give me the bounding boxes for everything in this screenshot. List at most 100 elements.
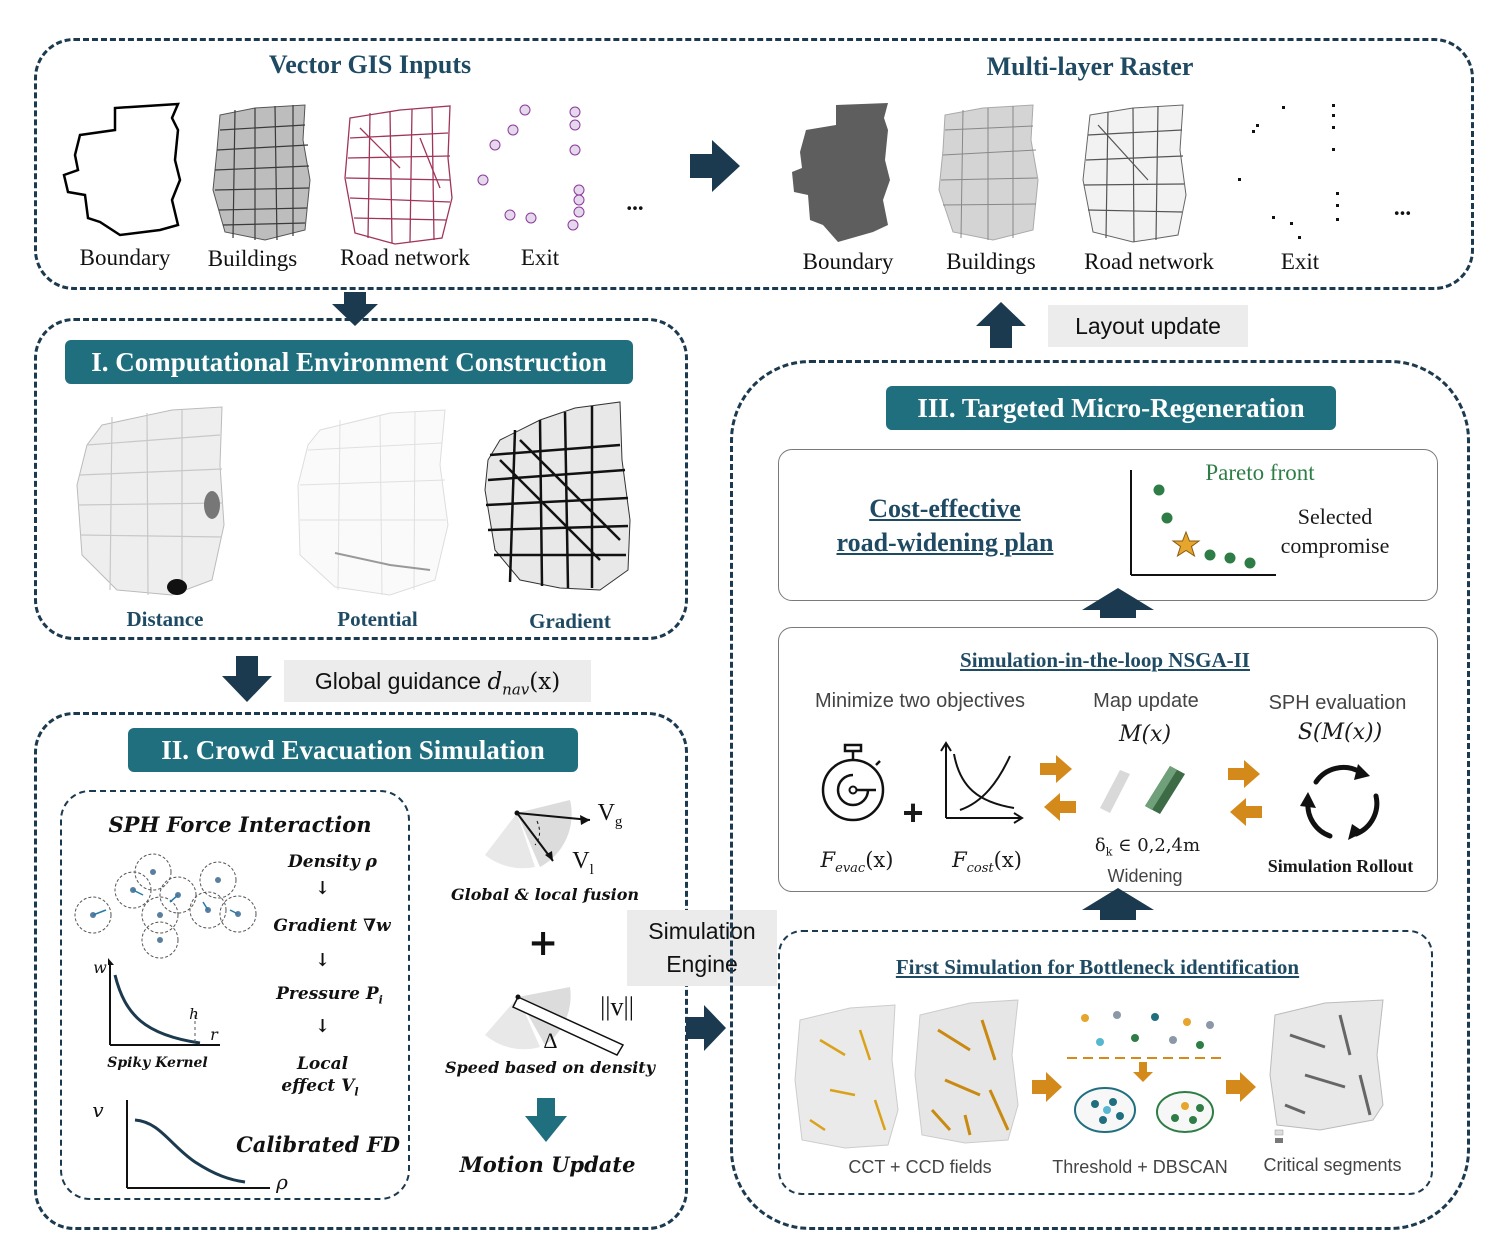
global-guidance-label: Global guidance dnav(x) [284, 660, 591, 702]
pareto-panel [778, 449, 1438, 601]
plus-objectives: + [902, 792, 924, 833]
layout-update-label: Layout update [1048, 305, 1248, 347]
global-guidance-math: dnav(x) [487, 669, 561, 699]
exchange-arrows-icon [1228, 760, 1262, 826]
up-arrow-icon [1082, 888, 1154, 920]
guidance-d: d [487, 669, 503, 695]
simulation-engine-box: Simulation Engine [627, 910, 777, 986]
down-arrow-icon [222, 656, 272, 702]
f-cost-arg: (x) [993, 848, 1022, 872]
distance-map [76, 406, 225, 596]
raster-label-boundary: Boundary [802, 249, 894, 274]
gradient-map [484, 401, 631, 591]
vl-label: Vl [572, 848, 594, 878]
cct-field-map-1 [794, 1004, 899, 1149]
minimize-label: Minimize two objectives [814, 690, 1026, 712]
sph-particles-diagram [74, 853, 257, 959]
exchange-arrows-icon [1040, 755, 1076, 821]
boundary-raster-map [792, 103, 890, 242]
sph-math: S(M(x)) [1297, 720, 1383, 745]
widening-label: Widening [1107, 866, 1183, 886]
step-density: Density ρ [288, 852, 377, 872]
section-2-title: II. Crowd Evacuation Simulation [128, 728, 578, 772]
selected-line1: Selected [1297, 504, 1373, 529]
vg-label: Vg [597, 800, 623, 830]
plan-line2: road-widening plan [836, 528, 1054, 557]
spiky-kernel-plot [108, 958, 220, 1046]
f-cost-sub: cost [966, 861, 994, 877]
road-network-raster-map [1082, 104, 1187, 243]
first-simulation-panel [778, 930, 1433, 1195]
guidance-sub: nav [502, 680, 530, 699]
cost-curve-icon [940, 741, 1024, 824]
section-3-title: III. Targeted Micro-Regeneration [886, 386, 1336, 430]
raster-label-road-network: Road network [1084, 249, 1214, 274]
fusion-label: Global & local fusion [450, 885, 640, 904]
step-gradient: Gradient ∇w [273, 916, 391, 936]
section-1-panel [34, 318, 688, 640]
boundary-vector-map [62, 102, 182, 237]
kernel-label: Spiky Kernel [107, 1055, 208, 1071]
fd-v-label: v [92, 1098, 104, 1122]
plus-sign: + [528, 922, 559, 964]
f-evac-label: Fevac(x) [812, 848, 902, 876]
f-evac-f: F [820, 848, 836, 872]
delta-label: Δ [543, 1028, 558, 1053]
exit-vector-map [477, 104, 585, 231]
right-arrow-icon [690, 140, 740, 192]
road-segments-icon [1100, 766, 1185, 814]
step-local: Local [296, 1054, 349, 1074]
potential-caption: Potential [337, 607, 418, 631]
critical-label: Critical segments [1263, 1155, 1402, 1175]
f-cost-label: Fcost(x) [942, 848, 1032, 876]
step-arrow-3: ↓ [314, 1016, 331, 1037]
exit-raster-map [1238, 104, 1339, 239]
section-1-title: I. Computational Environment Constructio… [65, 340, 633, 384]
ccd-field-map-2 [914, 999, 1019, 1144]
up-arrow-icon [976, 302, 1026, 348]
right-arrow-icon [1226, 1072, 1256, 1102]
nsga-title: Simulation-in-the-loop NSGA-II [960, 648, 1250, 672]
fd-rho-label: ρ [276, 1170, 288, 1194]
global-local-fusion-diagram [485, 800, 591, 869]
motion-update-label: Motion Update [459, 1152, 636, 1177]
pareto-front-chart [1130, 470, 1276, 576]
simulation-engine-line1: Simulation [648, 918, 756, 944]
sph-eval-label: SPH evaluation [1268, 692, 1407, 714]
delta-k-symbol: δ [1094, 835, 1106, 856]
f-evac-arg: (x) [865, 848, 894, 872]
up-arrow-icon [1082, 588, 1154, 618]
first-simulation-title: First Simulation for Bottleneck identifi… [895, 955, 1300, 979]
sph-panel [60, 790, 410, 1200]
f-cost-f: F [952, 848, 967, 872]
gradient-caption: Gradient [529, 609, 611, 633]
vg-text: V [597, 800, 615, 826]
guidance-arg: (x) [529, 669, 561, 695]
down-arrow-icon [332, 292, 378, 326]
distance-caption: Distance [126, 607, 204, 631]
step-arrow-2: ↓ [314, 950, 331, 971]
vector-label-buildings: Buildings [207, 246, 298, 271]
raster-label-exit: Exit [1280, 249, 1320, 274]
down-arrow-icon [525, 1098, 567, 1142]
global-guidance-text: Global guidance [314, 668, 488, 694]
multilayer-raster-title: Multi-layer Raster [986, 52, 1194, 81]
speed-label: Speed based on density [444, 1058, 655, 1077]
section-3-panel [730, 360, 1470, 1230]
dbscan-label: Threshold + DBSCAN [1052, 1157, 1228, 1177]
dbscan-diagram [1067, 1011, 1223, 1133]
right-arrow-icon [1032, 1072, 1062, 1102]
step-effect-wrap: effect Vl [281, 1076, 359, 1099]
sph-title: SPH Force Interaction [108, 812, 372, 837]
delta-k-label: δk ∈ 0,2,4m [1094, 835, 1201, 859]
kernel-w: w [93, 958, 107, 977]
speed-norm: ||v|| [600, 992, 634, 1021]
vector-label-boundary: Boundary [79, 245, 171, 270]
step-arrow-1: ↓ [314, 878, 331, 899]
map-update-label: Map update [1093, 690, 1199, 712]
raster-label-buildings: Buildings [946, 249, 1036, 274]
ellipsis-raster: ... [1393, 195, 1412, 220]
fd-label: Calibrated FD [236, 1132, 400, 1157]
speed-density-diagram [485, 987, 625, 1056]
map-math: M(x) [1118, 722, 1172, 747]
